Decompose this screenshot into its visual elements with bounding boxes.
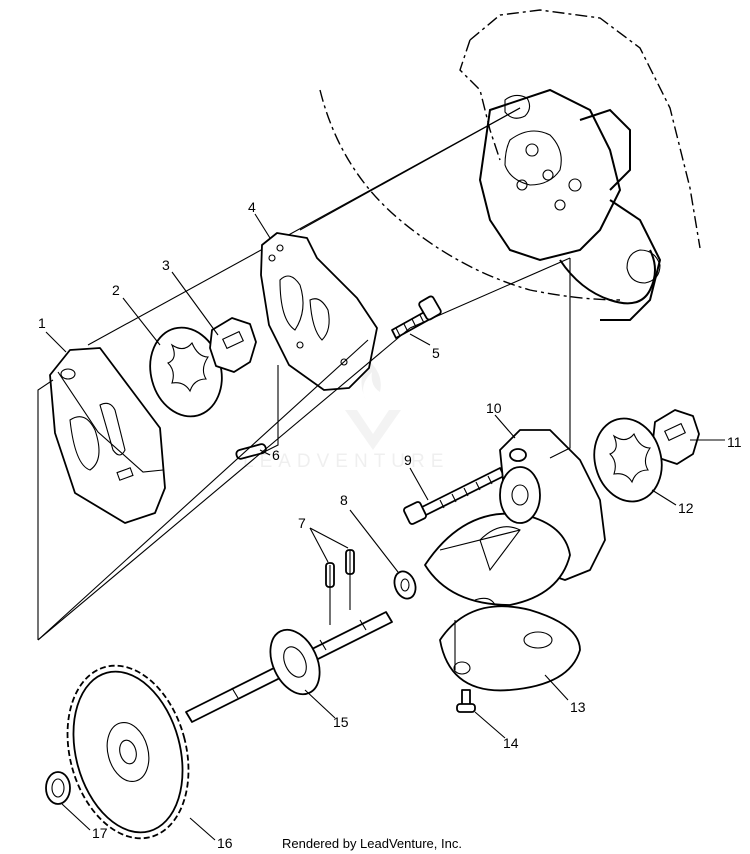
callout-8: 8 [340,492,348,508]
alignment-lines [37,257,571,670]
callout-7: 7 [298,515,306,531]
callout-10: 10 [486,400,502,416]
callout-13: 13 [570,699,586,715]
callout-15: 15 [333,714,349,730]
crankcase-housing [87,9,701,346]
callout-labels: 1 2 3 4 5 6 7 8 9 10 11 12 13 14 15 16 1… [38,199,742,851]
part-9-long-bolt [403,467,505,525]
callout-9: 9 [404,452,412,468]
part-17-washer [45,771,71,805]
part-14-screw [456,689,476,713]
part-16-drive-gear [66,664,190,840]
part-12-outer-rotor [593,417,663,503]
part-10-pump-housing [424,429,606,606]
callout-14: 14 [503,735,519,751]
callout-17: 17 [92,825,108,841]
callout-12: 12 [678,500,694,516]
callout-5: 5 [432,345,440,361]
part-1-pump-cover-plate [49,347,166,524]
callout-11: 11 [727,434,742,450]
leader-lines [45,213,725,841]
part-13-cover-plate [439,597,581,692]
watermark-text: LEADVENTURE [243,451,449,472]
callout-4: 4 [248,199,256,215]
callout-16: 16 [217,835,233,851]
part-3-inner-rotor [209,317,257,373]
footer-credit: Rendered by LeadVenture, Inc. [282,836,462,851]
callout-3: 3 [162,257,170,273]
part-4-pump-body-plate [260,232,378,391]
callout-2: 2 [112,282,120,298]
part-15-pump-shaft [185,611,393,723]
callout-6: 6 [272,447,280,463]
part-8-washer [393,570,417,600]
callout-1: 1 [38,315,46,331]
part-5-bolt [391,295,442,339]
